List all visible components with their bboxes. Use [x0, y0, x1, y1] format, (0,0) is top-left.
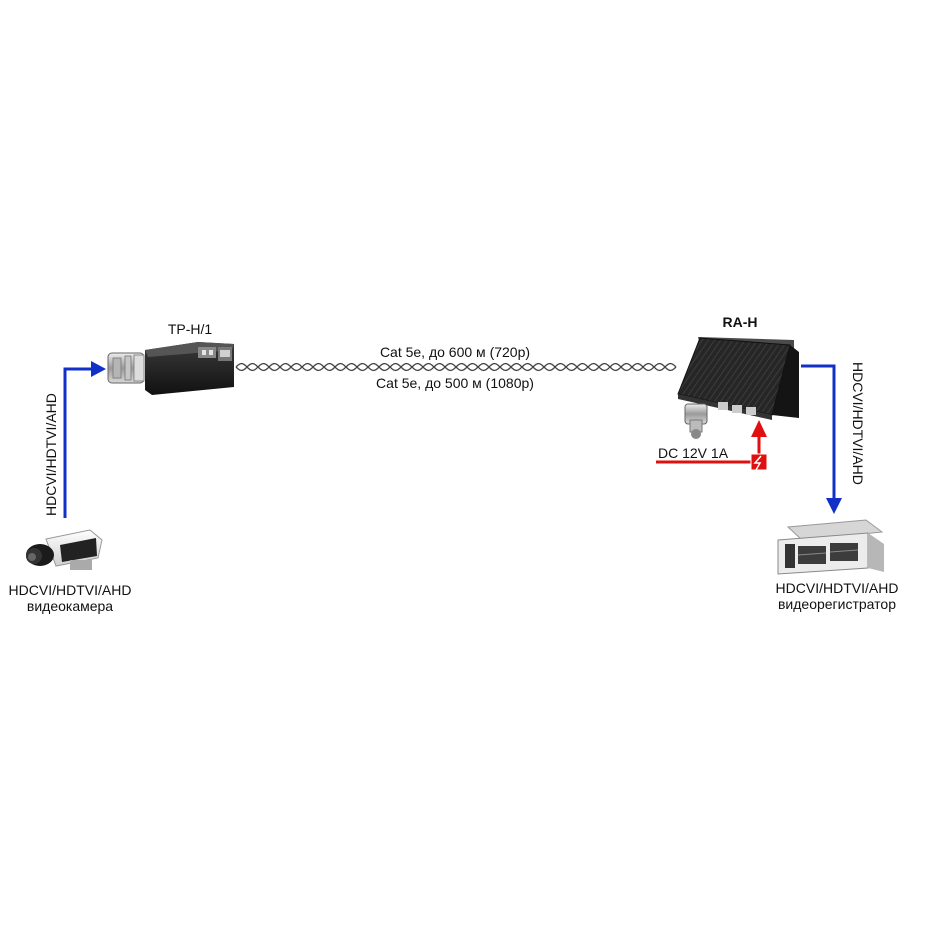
- input-signal-label: HDCVI/HDTVI/AHD: [43, 393, 59, 516]
- recorder-label-line1: HDCVI/HDTVI/AHD: [775, 580, 899, 596]
- camera-device: [26, 529, 103, 570]
- transmitter-device: [107, 342, 234, 395]
- transmitter-label: TP-H/1: [167, 321, 213, 337]
- recorder-label-line2: видеорегистратор: [777, 596, 896, 612]
- recorder-label: HDCVI/HDTVI/AHD видеорегистратор: [752, 580, 922, 612]
- twisted-pair-cable: [235, 362, 677, 372]
- output-signal-label: HDCVI/HDTVI/AHD: [850, 362, 866, 485]
- output-signal-arrow: [801, 364, 842, 514]
- power-label: DC 12V 1A: [658, 445, 729, 461]
- camera-label-line1: HDCVI/HDTVI/AHD: [8, 582, 132, 598]
- input-signal-arrow: [63, 361, 106, 518]
- cable-spec-720p: Cat 5e, до 600 м (720р): [379, 344, 531, 360]
- power-arrow: [656, 420, 768, 471]
- recorder-device: [777, 519, 884, 575]
- receiver-label: RA-H: [722, 314, 758, 330]
- camera-label: HDCVI/HDTVI/AHD видеокамера: [0, 582, 140, 614]
- cable-wire-b: [235, 362, 677, 372]
- cable-spec-1080p: Cat 5e, до 500 м (1080р): [376, 375, 534, 391]
- camera-label-line2: видеокамера: [26, 598, 114, 614]
- receiver-device: [677, 337, 799, 439]
